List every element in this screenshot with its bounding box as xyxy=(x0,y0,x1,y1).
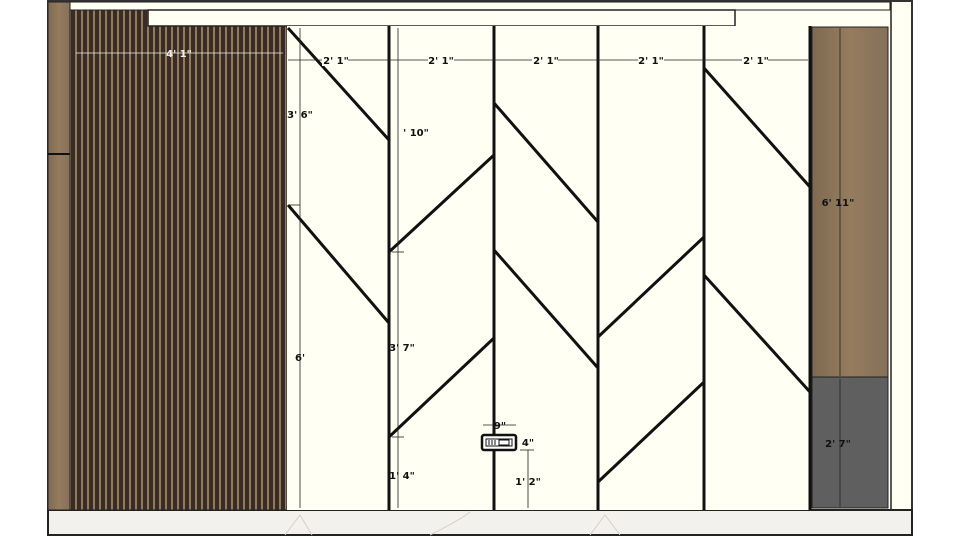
dim-panel-width: 2' 1" xyxy=(638,56,664,67)
diagonal-grooves xyxy=(286,26,812,484)
dim-outlet-width: 9" xyxy=(494,421,506,432)
diagonal-groove xyxy=(286,204,391,324)
dim-outlet-elevation: 1' 2" xyxy=(515,477,541,488)
marble-veins xyxy=(284,511,621,536)
dim-panel-width: 2' 1" xyxy=(323,56,349,67)
diagonal-groove xyxy=(492,102,600,223)
dim-panel1-lower: 6' xyxy=(295,353,305,364)
marble-floor xyxy=(47,509,913,536)
top-ceiling-strip xyxy=(69,1,891,11)
panel-wall xyxy=(287,26,810,510)
panel-joints xyxy=(387,26,812,510)
dim-slat-width: 4' 1" xyxy=(166,49,192,60)
switch-plate-icon xyxy=(480,433,518,452)
diagonal-groove xyxy=(596,380,706,484)
ceiling-soffit xyxy=(147,9,736,27)
dim-outlet-height: 4" xyxy=(522,438,534,449)
diagonal-groove xyxy=(286,26,391,142)
fluted-wood-panel xyxy=(69,9,288,511)
diagonal-groove xyxy=(387,336,496,439)
diagonal-groove xyxy=(387,153,496,254)
diagonal-groove xyxy=(492,249,600,369)
dim-panel-width: 2' 1" xyxy=(428,56,454,67)
dim-panel2-lower: 1' 4" xyxy=(389,471,415,482)
left-wood-column xyxy=(47,1,71,511)
dim-panel1-upper: 3' 6" xyxy=(287,110,313,121)
dim-tall-unit-height: 6' 11" xyxy=(822,198,855,209)
diagonal-groove xyxy=(596,235,706,339)
diagonal-groove xyxy=(702,273,812,394)
dim-panel-width: 2' 1" xyxy=(743,56,769,67)
panel-width-dims: 2' 1" 2' 1" 2' 1" 2' 1" 2' 1" xyxy=(322,54,769,67)
diagonal-groove xyxy=(702,67,812,188)
base-cabinet xyxy=(811,376,889,509)
dim-panel2-upper: ' 10" xyxy=(403,128,429,139)
dim-panel-width: 2' 1" xyxy=(533,56,559,67)
dim-panel2-middle: 3' 7" xyxy=(389,343,415,354)
dim-base-unit-height: 2' 7" xyxy=(825,439,851,450)
